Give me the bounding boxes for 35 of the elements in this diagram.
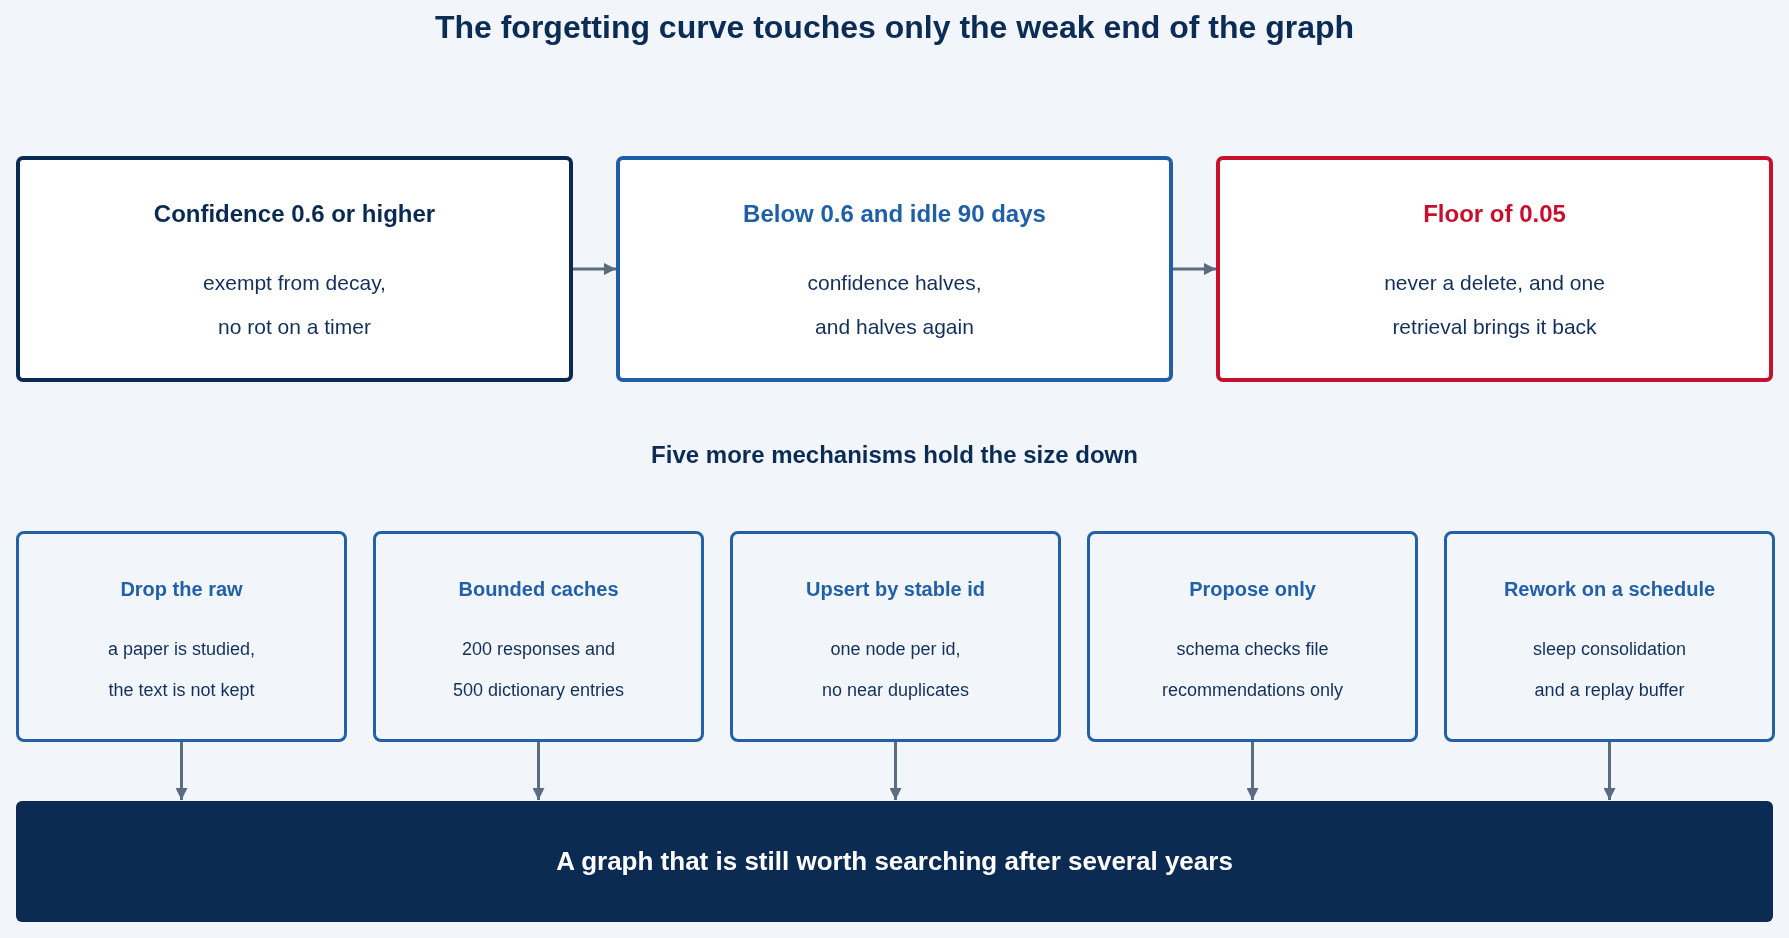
box-description: exempt from decay, no rot on a timer [202,270,387,340]
box-description: never a delete, and one retrieval brings it back [1383,270,1606,340]
mechanism-box [730,531,1061,742]
mechanism-box [373,531,704,742]
box-heading: Below 0.6 and idle 90 days [743,199,1046,229]
box-description: one node per id, no near duplicates [820,638,971,702]
arrow [889,742,902,800]
box-heading: Drop the raw [120,577,243,602]
arrow [1246,742,1259,800]
process-box [1216,156,1773,382]
mechanism-box [1444,531,1775,742]
box-description: 200 responses and 500 dictionary entries [451,638,626,702]
box-description: confidence halves, and halves again [806,270,983,340]
arrow [1603,742,1616,800]
box-description: a paper is studied, the text is not kept [106,638,257,702]
box-description: sleep consolidation and a replay buffer [1531,638,1688,702]
mechanism-box [1087,531,1418,742]
arrow [1173,263,1216,275]
box-heading: Rework on a schedule [1503,577,1716,602]
mechanism-box [16,531,347,742]
outcome-text: A graph that is still worth searching after several years [556,845,1233,877]
box-heading: Floor of 0.05 [1423,199,1566,229]
arrow [532,742,545,800]
arrow [175,742,188,800]
section-heading: Five more mechanisms hold the size down [651,440,1138,470]
box-heading: Propose only [1189,577,1316,602]
process-box [616,156,1173,382]
box-heading: Bounded caches [458,577,619,602]
diagram-title: The forgetting curve touches only the weak end of the graph [434,8,1355,46]
box-heading: Confidence 0.6 or higher [153,199,436,229]
box-description: schema checks file recommendations only [1160,638,1345,702]
process-box [16,156,573,382]
outcome-banner [16,801,1773,922]
box-heading: Upsert by stable id [806,577,985,602]
arrow [573,263,616,275]
